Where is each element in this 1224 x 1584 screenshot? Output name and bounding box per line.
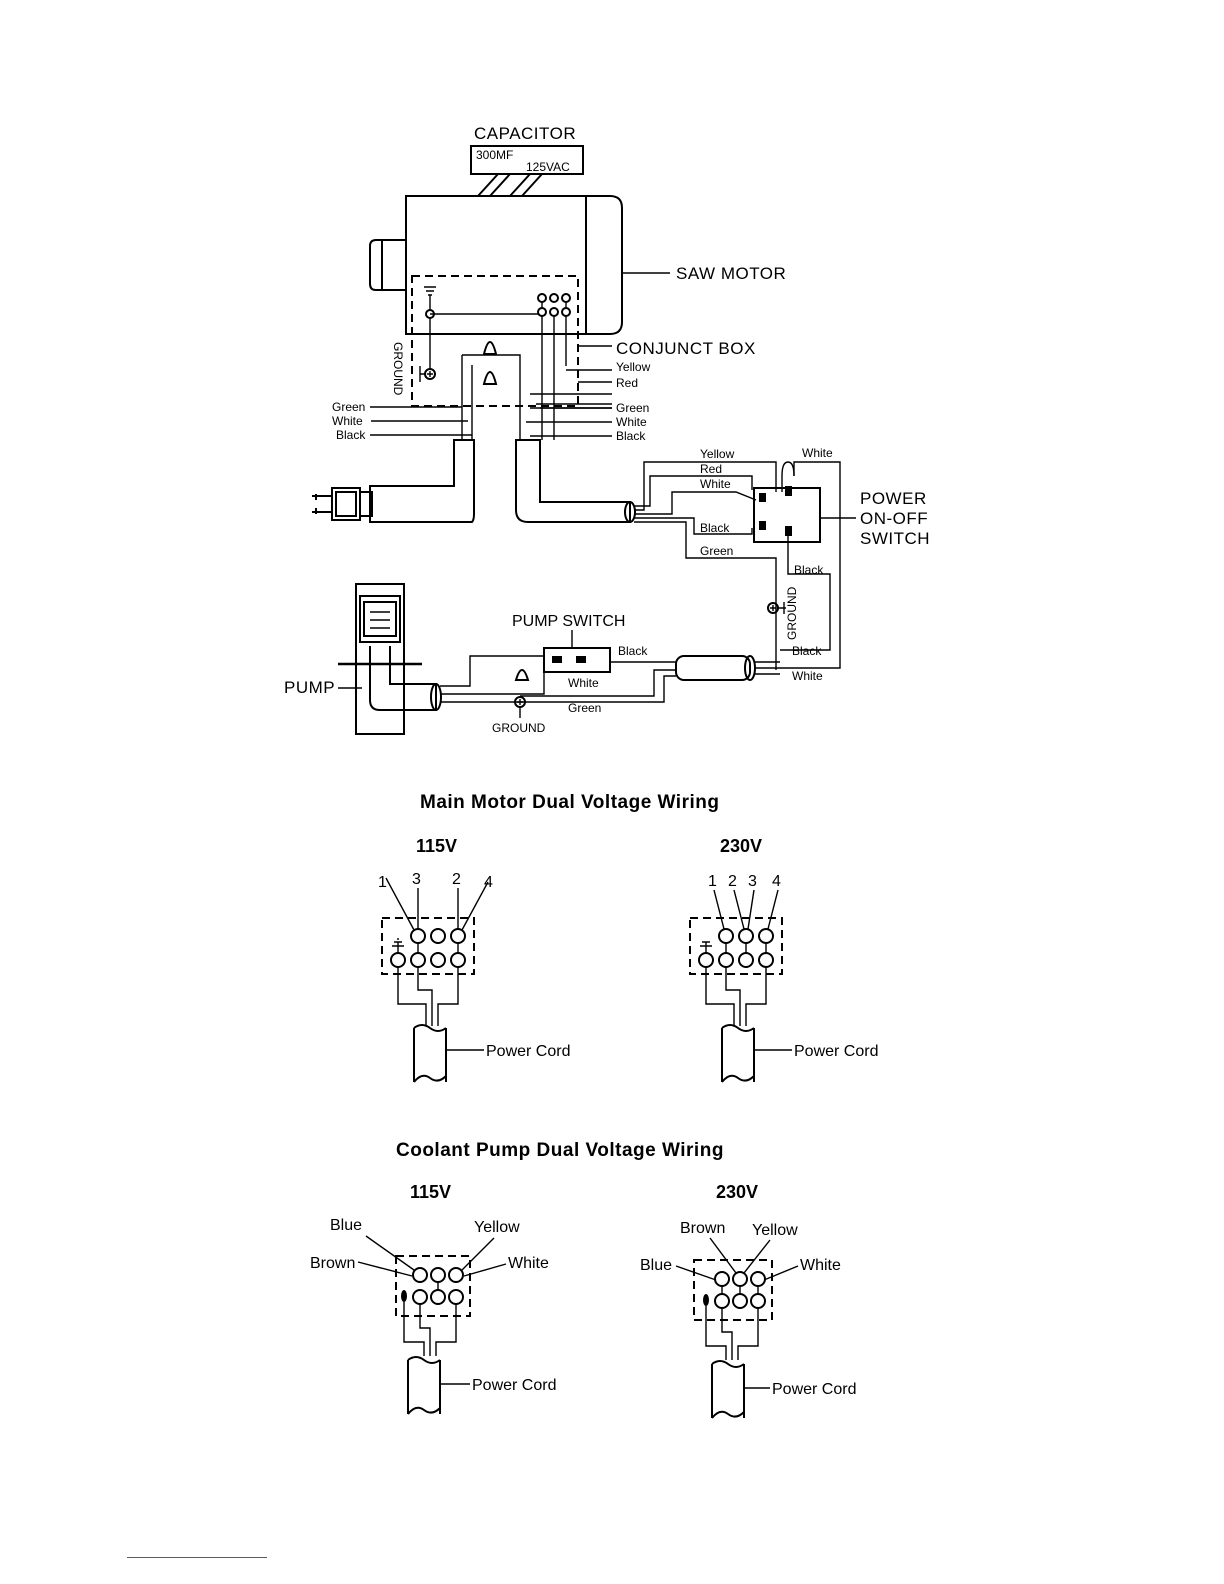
capacitor: CAPACITOR 300MF 125VAC [470,124,584,197]
pump-section: PUMP SWITCH Black White Green GROUND PUM… [284,583,790,735]
right-wire-black: Black [616,429,646,443]
capacitor-rating-2: 125VAC [526,160,570,174]
left-wire-green: Green [332,400,365,414]
power-switch-label-1: POWER [860,489,927,508]
lower-wire-white: White [792,669,823,683]
switch-wire-red: Red [700,462,722,476]
right-wire-green: Green [616,401,649,415]
switch-wire-white: White [700,477,731,491]
box-wire-yellow: Yellow [616,360,651,374]
switch-wire-black-below: Black [794,563,824,577]
pump-label: PUMP [284,678,335,697]
power-switch-label-3: SWITCH [860,529,930,548]
switch-wire-white-right: White [802,446,833,460]
pump-230v-wire-white: White [800,1257,841,1274]
switch-wire-yellow: Yellow [700,447,735,461]
left-wire-white: White [332,414,363,428]
pump-230v-wire-brown: Brown [680,1220,725,1237]
conjunct-box-label: CONJUNCT BOX [616,339,756,358]
box-wire-red: Red [616,376,638,390]
pump-230v-wire-yellow: Yellow [752,1222,798,1239]
switch-cord: Yellow Red White White Black Green [515,439,841,670]
motor-wiring-115v: 115V 1 3 2 4 Power Cord [378,836,570,1083]
capacitor-rating-1: 300MF [476,148,513,162]
motor-230v-terminal-3: 3 [748,873,757,890]
motor-115v-power-cord: Power Cord [486,1043,570,1060]
motor-115v-terminal-2: 2 [452,871,461,888]
motor-230v-label: 230V [720,836,762,856]
ground-vertical-label: GROUND [391,342,405,396]
motor-115v-label: 115V [416,836,457,856]
motor-230v-terminal-2: 2 [728,873,737,890]
cord-wire-labels: Green White Black Green White Black [332,400,649,443]
left-wire-black: Black [336,428,366,442]
pump-switch-black: Black [618,644,648,658]
lower-wire-black: Black [792,644,822,658]
power-switch-label-2: ON-OFF [860,509,928,528]
pump-115v-label: 115V [410,1182,451,1202]
power-plug-cord [312,439,475,523]
saw-motor: SAW MOTOR [369,195,786,335]
motor-115v-terminal-1: 1 [378,874,387,891]
right-wire-white: White [616,415,647,429]
motor-115v-terminal-3: 3 [412,871,421,888]
capacitor-title: CAPACITOR [474,124,576,143]
pump-ground-label: GROUND [492,721,546,735]
pump-115v-wire-white: White [508,1255,549,1272]
pump-switch-label: PUMP SWITCH [512,613,625,630]
motor-230v-power-cord: Power Cord [794,1043,878,1060]
pump-wiring-title: Coolant Pump Dual Voltage Wiring [396,1140,724,1161]
pump-wiring-230v: 230V Brown Yellow Blue White Power Cord [640,1182,856,1419]
switch-wire-black: Black [700,521,730,535]
footer-rule [127,1557,267,1558]
saw-motor-label: SAW MOTOR [676,264,786,283]
motor-wiring-230v: 230V 1 2 3 4 Power Cord [689,836,878,1083]
conjunct-box: GROUND CONJUNCT BOX Yellow Red [391,275,756,440]
pump-wire-green: Green [568,701,601,715]
pump-230v-power-cord: Power Cord [772,1381,856,1398]
power-on-off-switch: POWER ON-OFF SWITCH Black GROUND Black W… [753,486,930,683]
motor-wiring-title: Main Motor Dual Voltage Wiring [420,792,719,813]
motor-terminals [537,293,571,317]
pump-230v-wire-blue: Blue [640,1257,672,1274]
pump-230v-label: 230V [716,1182,758,1202]
motor-230v-terminal-4: 4 [772,873,781,890]
motor-230v-terminal-1: 1 [708,873,717,890]
pump-115v-wire-blue: Blue [330,1217,362,1234]
pump-wiring-115v: 115V Blue Yellow Brown White Power Cord [310,1182,556,1415]
pump-switch-white: White [568,676,599,690]
switch-wire-green: Green [700,544,733,558]
pump-115v-power-cord: Power Cord [472,1377,556,1394]
pump-115v-wire-brown: Brown [310,1255,355,1272]
pump-115v-wire-yellow: Yellow [474,1219,520,1236]
ground-vertical-label-2: GROUND [785,586,799,640]
